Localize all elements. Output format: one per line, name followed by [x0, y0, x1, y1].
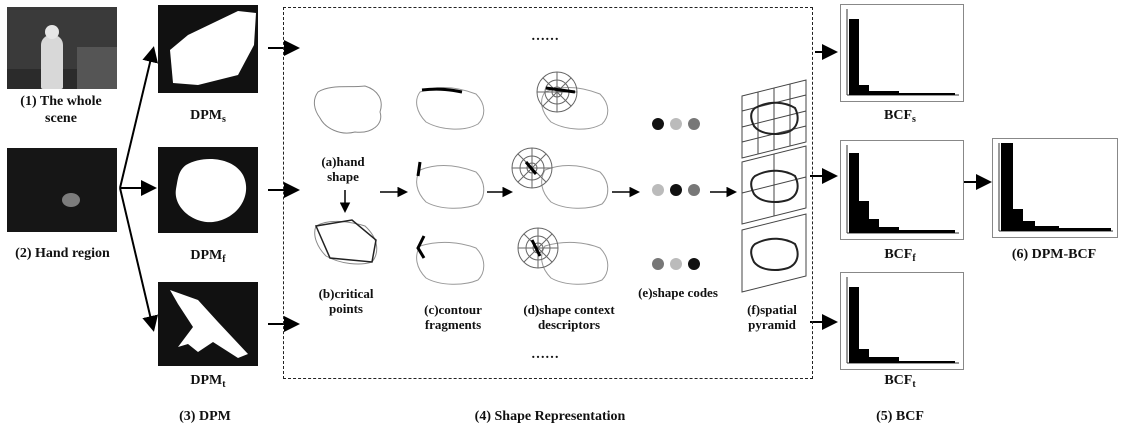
bcf-stage-title: (5) BCF — [876, 409, 924, 424]
contour-fragments-label: (c)contour fragments — [424, 302, 482, 332]
hist-bar — [899, 361, 955, 363]
hist-bar — [849, 153, 859, 233]
hist-bar — [1023, 221, 1035, 231]
shape-representation-title: (4) Shape Representation — [474, 409, 626, 424]
ellipsis-bottom: …… — [531, 347, 559, 362]
hist-bar — [849, 19, 859, 95]
whole-scene-label: (1) The whole scene — [20, 94, 102, 126]
hand-region-label: (2) Hand region — [15, 246, 110, 261]
dpm-bcf-histogram — [992, 138, 1118, 238]
shape-code-dot — [688, 118, 700, 130]
hist-bar — [879, 227, 899, 233]
shape-code-row-2 — [652, 184, 702, 196]
critical-points-label: (b)critical points — [318, 286, 374, 316]
shape-code-dot — [688, 184, 700, 196]
shape-code-row-1 — [652, 118, 702, 130]
hist-bar — [899, 230, 955, 233]
hist-bar — [1001, 143, 1013, 231]
dpm-bcf-label: (6) DPM-BCF — [1011, 247, 1097, 262]
hist-bar — [859, 349, 869, 363]
shape-code-dot — [670, 258, 682, 270]
dpm-s-image — [158, 5, 258, 93]
hand-shape-label: (a)hand shape — [321, 154, 365, 184]
bcf-t-histogram — [840, 272, 964, 370]
shape-code-dot — [670, 184, 682, 196]
whole-scene-image — [7, 7, 117, 89]
spatial-pyramid-label: (f)spatial pyramid — [747, 302, 797, 332]
hist-bar — [1013, 209, 1023, 231]
shape-code-dot — [670, 118, 682, 130]
dpm-s-label: DPMs — [190, 108, 226, 125]
dpm-f-label: DPMf — [190, 248, 226, 265]
shape-code-dot — [652, 184, 664, 196]
shape-context-label: (d)shape context descriptors — [523, 302, 615, 332]
shape-representation-box — [283, 7, 813, 379]
bcf-f-histogram — [840, 140, 964, 240]
ellipsis-top: …… — [531, 29, 559, 44]
dpm-t-image — [158, 282, 258, 366]
bcf-s-histogram — [840, 4, 964, 102]
shape-code-row-3 — [652, 258, 702, 270]
shape-code-dot — [688, 258, 700, 270]
hand-region-image — [7, 148, 117, 232]
shape-code-dot — [652, 258, 664, 270]
bcf-t-label: BCFt — [884, 373, 916, 390]
shape-codes-label: (e)shape codes — [638, 285, 718, 300]
bcf-f-label: BCFf — [884, 247, 916, 264]
hist-bar — [869, 219, 879, 233]
hist-bar — [859, 85, 869, 95]
bcf-s-label: BCFs — [884, 108, 916, 125]
dpm-f-image — [158, 147, 258, 233]
hist-bar — [869, 357, 899, 363]
shape-code-dot — [652, 118, 664, 130]
dpm-t-label: DPMt — [190, 373, 226, 390]
hand-shape-outline — [313, 85, 382, 134]
hist-bar — [899, 93, 955, 95]
hist-bar — [849, 287, 859, 363]
hist-bar — [1059, 228, 1111, 231]
arrow-hand-to-dpm-s — [119, 46, 158, 189]
hist-bar — [1035, 226, 1059, 231]
arrow-hand-to-dpm-t — [119, 187, 159, 332]
dpm-stage-title: (3) DPM — [179, 409, 231, 424]
hist-bar — [869, 91, 899, 95]
hist-bar — [859, 201, 869, 233]
